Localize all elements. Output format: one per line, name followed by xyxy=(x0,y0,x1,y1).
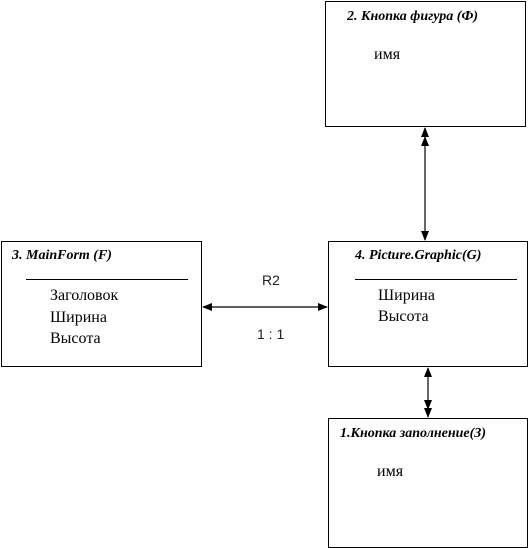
connector-mid-arrowhead xyxy=(424,400,432,410)
entity-attribute: Ширина xyxy=(50,309,107,326)
relation-name: R2 xyxy=(262,272,280,288)
entity-title: 1.Кнопка заполнение(З) xyxy=(340,426,487,441)
entity-attribute: имя xyxy=(377,463,404,480)
connector-mid-arrowhead xyxy=(421,136,429,146)
entity-picture-graphic: 4. Picture.Graphic(G) Ширина Высота xyxy=(328,241,528,367)
entity-attribute: Ширина xyxy=(378,287,435,304)
entity-divider xyxy=(355,279,517,280)
entity-attribute: имя xyxy=(374,46,401,63)
entity-attribute: Высота xyxy=(378,308,429,325)
relation-cardinality: 1 : 1 xyxy=(257,326,285,342)
entity-attribute: Заголовок xyxy=(50,287,119,304)
entity-mainform: 3. MainForm (F) Заголовок Ширина Высота xyxy=(1,241,202,367)
entity-title: 2. Кнопка фигура (Ф) xyxy=(347,9,479,24)
entity-button-figure: 2. Кнопка фигура (Ф) имя xyxy=(325,1,526,127)
entity-divider xyxy=(26,279,188,280)
entity-title: 4. Picture.Graphic(G) xyxy=(355,248,482,263)
entity-attribute: Высота xyxy=(50,330,101,347)
entity-title: 3. MainForm (F) xyxy=(12,248,112,263)
entity-button-fill: 1.Кнопка заполнение(З) имя xyxy=(328,418,528,548)
